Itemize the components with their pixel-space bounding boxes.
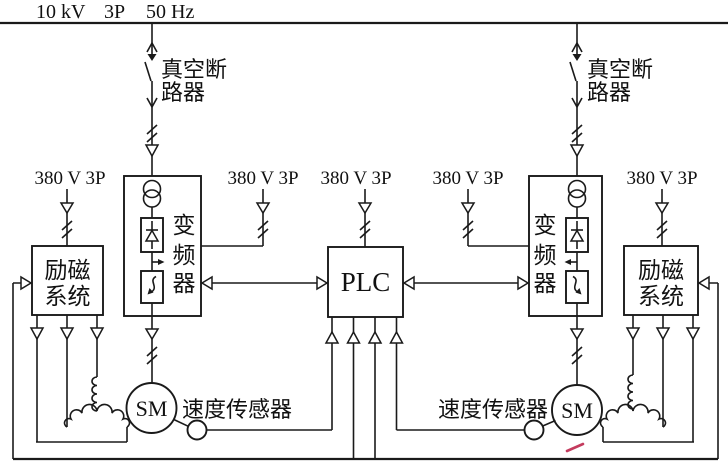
vacuum-breaker-right-icon (569, 22, 584, 177)
dc-link-arrow-icon (564, 259, 571, 265)
lv-feed-label-1: 380 V 3P (34, 168, 105, 189)
sm-motor-right-label: SM (561, 398, 593, 423)
motor-field-winding-right (599, 374, 694, 443)
motor-feed-right (570, 316, 584, 385)
excitation-right-label-line1: 励磁 (638, 258, 684, 283)
plc-input-lines (206, 317, 525, 459)
inverter-icon (565, 270, 589, 304)
rectifier-icon (140, 217, 164, 253)
converter-right-label-char3: 器 (534, 271, 557, 296)
transformer-icon (567, 179, 587, 199)
converter-right-label-char1: 变 (534, 213, 557, 238)
transformer-icon (142, 179, 162, 199)
lv-feed-line-2 (201, 189, 270, 247)
lv-feed-line-5 (655, 189, 669, 246)
vacuum-breaker-left-label-line2: 路器 (161, 80, 205, 105)
converter-right-label-char2: 频 (534, 243, 557, 268)
plc-box (327, 246, 404, 318)
bus-voltage-label: 10 kV (36, 1, 86, 23)
bus-frequency-label: 50 Hz (146, 1, 194, 23)
plc-right-link (403, 276, 529, 290)
dc-link-arrow-icon (158, 259, 165, 265)
converter-left-label-char3: 器 (173, 271, 196, 296)
plc-left-link (201, 276, 328, 290)
red-annotation-mark (565, 442, 585, 453)
excitation-right-feedback (698, 276, 719, 459)
plc-label: PLC (341, 267, 391, 297)
lv-feed-line-4 (461, 189, 529, 247)
rectifier-icon (565, 217, 589, 253)
motor-field-winding-left (36, 376, 131, 443)
lv-feed-label-4: 380 V 3P (432, 168, 503, 189)
excitation-left-feedback (12, 276, 32, 459)
vacuum-breaker-left-label-line1: 真空断 (161, 57, 227, 82)
frequency-converter-right (528, 175, 603, 317)
sensor-link-right (542, 419, 556, 427)
vacuum-breaker-left-icon (144, 22, 159, 177)
speed-sensor-left-label: 速度传感器 (182, 397, 292, 422)
speed-sensor-left-icon (186, 419, 208, 441)
inverter-icon (140, 270, 164, 304)
lv-feed-line-3 (358, 189, 372, 247)
lv-feed-label-3: 380 V 3P (320, 168, 391, 189)
lv-feed-line-1 (60, 189, 74, 246)
vacuum-breaker-right-label-line2: 路器 (587, 80, 631, 105)
speed-sensor-right-icon (523, 419, 545, 441)
excitation-left-label-line2: 系统 (45, 284, 91, 309)
excitation-right-label-line2: 系统 (638, 284, 684, 309)
converter-left-label-char1: 变 (173, 213, 196, 238)
excitation-right-box (623, 245, 699, 316)
converter-left-label-char2: 频 (173, 243, 196, 268)
motor-feed-left (145, 316, 159, 383)
sensor-link-left (173, 418, 189, 428)
sm-motor-left (125, 382, 178, 434)
excitation-left-outputs (30, 315, 104, 442)
lv-feed-label-2: 380 V 3P (227, 168, 298, 189)
vacuum-breaker-right-label-line1: 真空断 (587, 57, 653, 82)
excitation-right-outputs (626, 315, 700, 442)
sm-motor-right (551, 384, 603, 436)
bus-phase-label: 3P (104, 1, 125, 23)
frequency-converter-left (123, 175, 202, 317)
speed-sensor-right-label: 速度传感器 (438, 397, 548, 422)
excitation-left-label-line1: 励磁 (45, 258, 91, 283)
sm-motor-left-label: SM (136, 396, 168, 421)
lv-feed-label-5: 380 V 3P (626, 168, 697, 189)
